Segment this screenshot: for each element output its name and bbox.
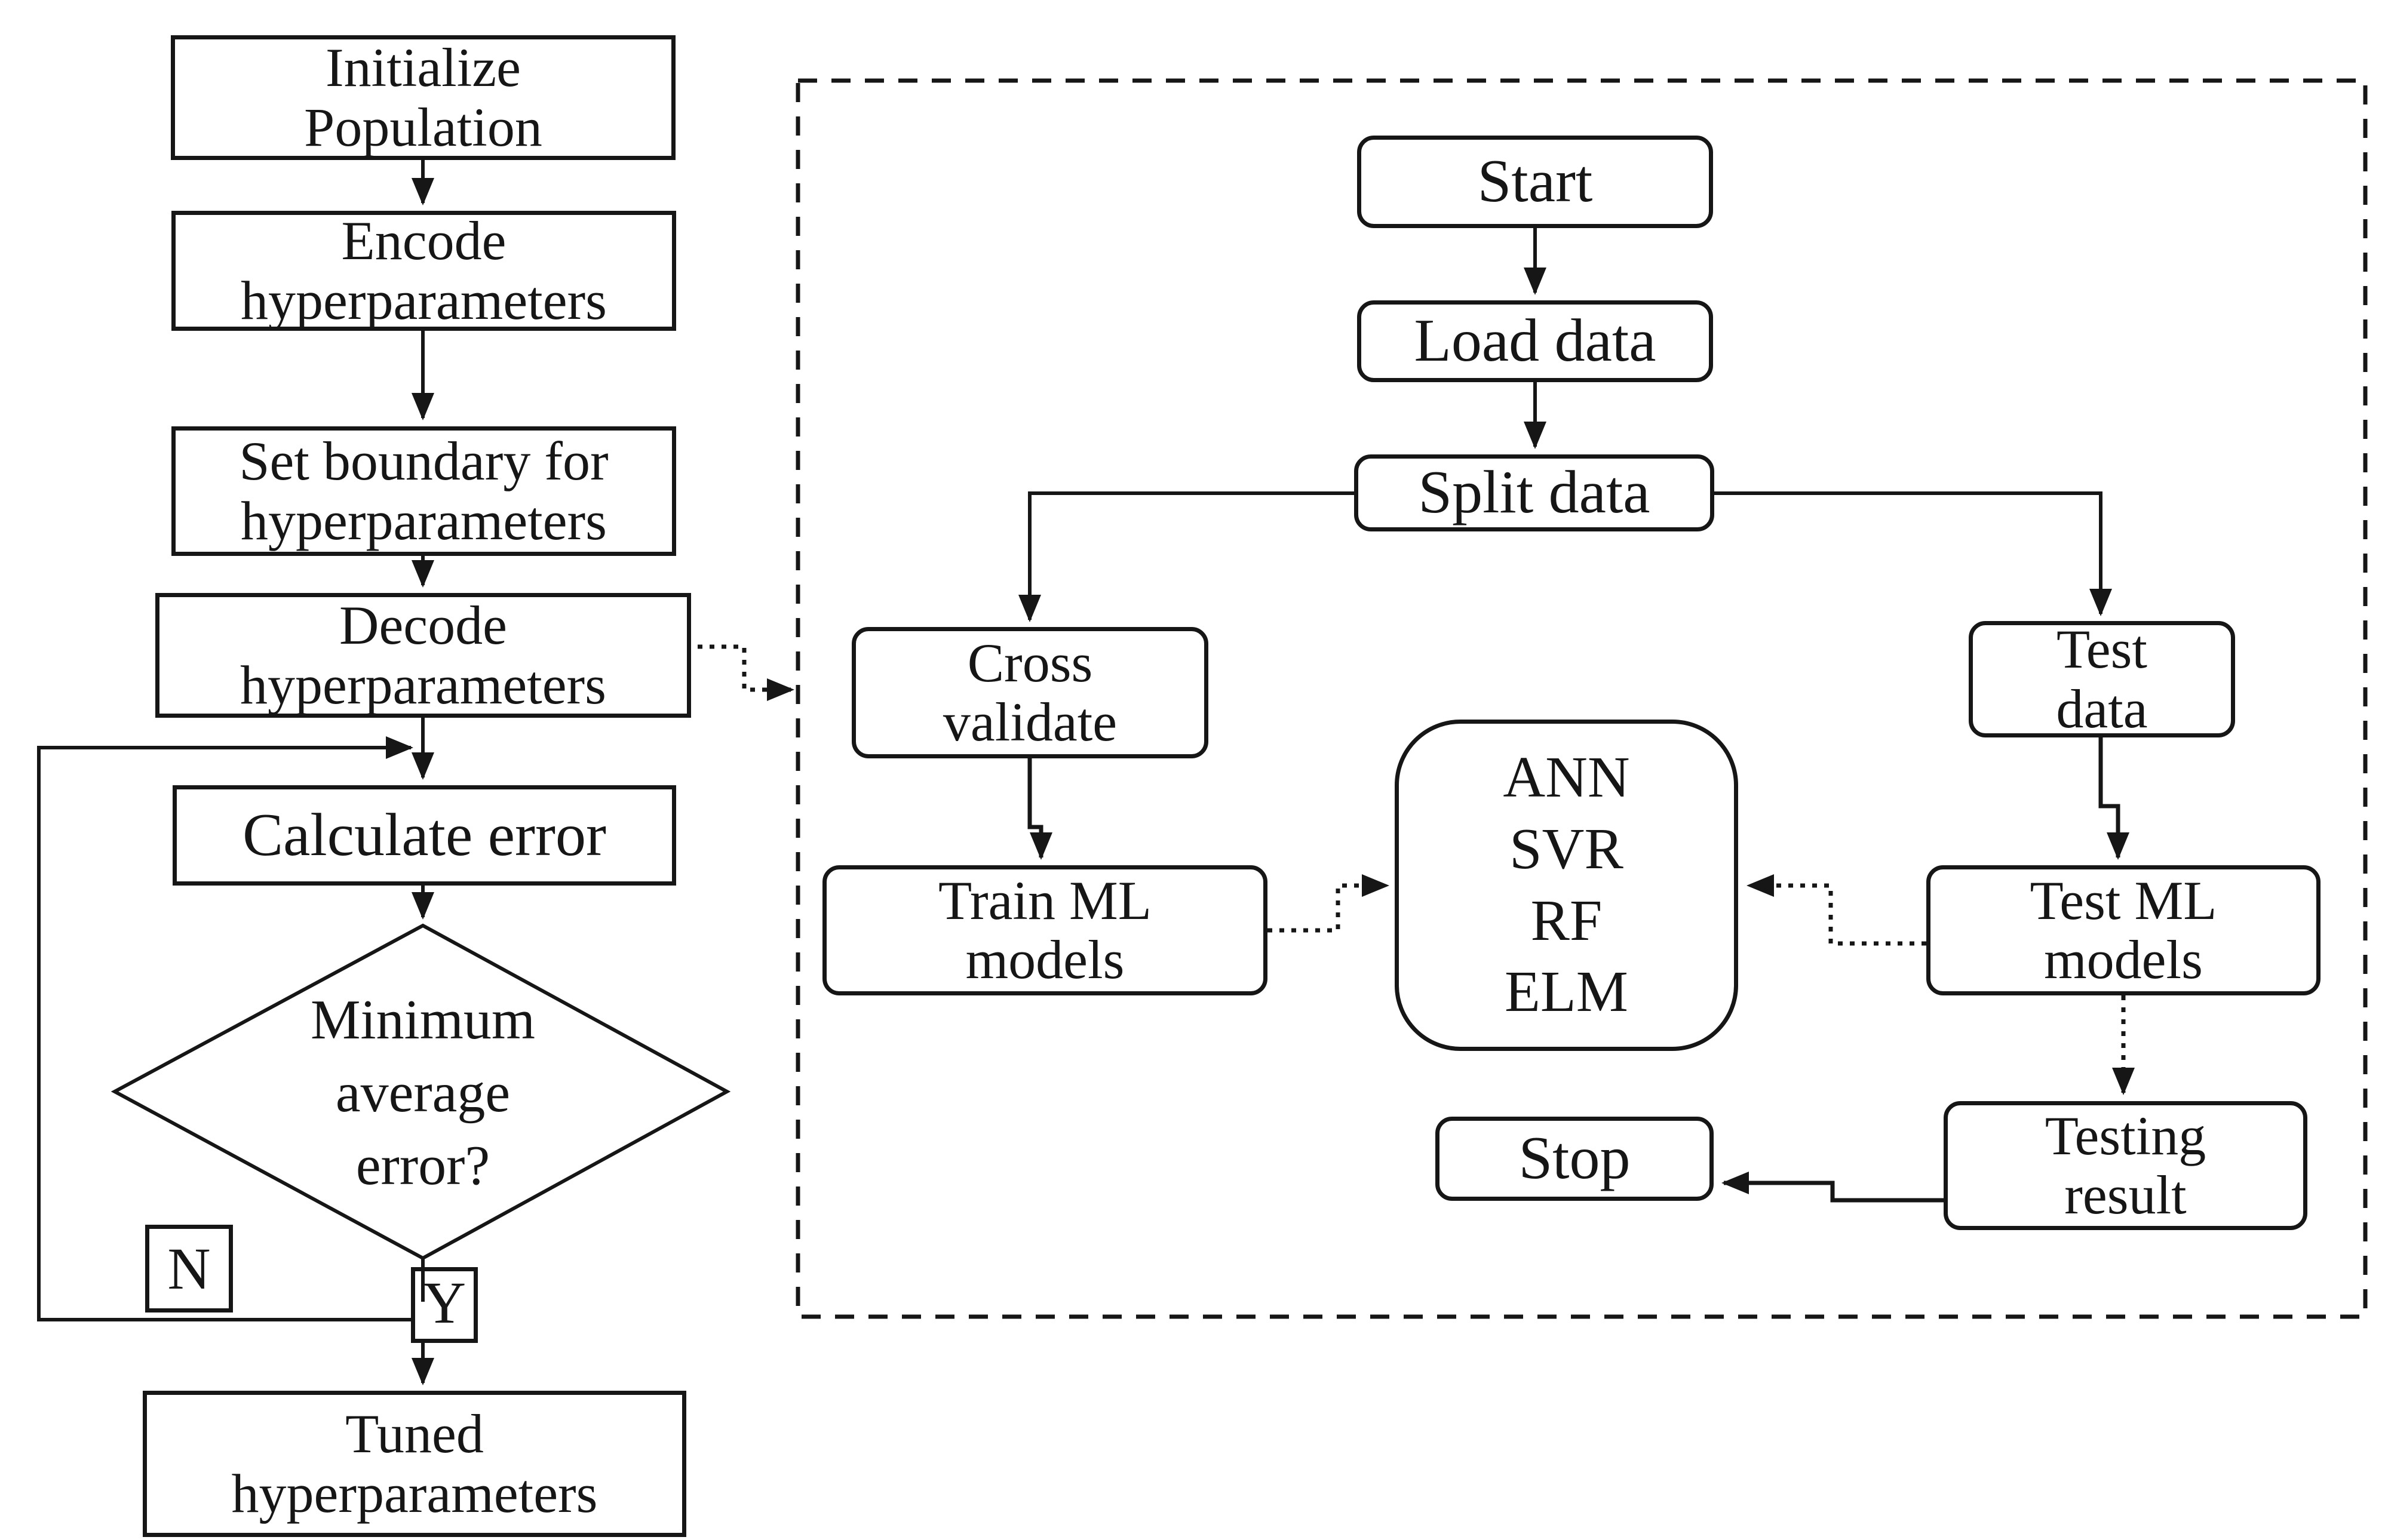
- node-cross-validate: Cross validate: [852, 627, 1208, 758]
- node-ml-models-list: ANN SVR RF ELM: [1395, 720, 1738, 1051]
- arrow-testing-result-to-stop: [1721, 1172, 1944, 1203]
- decision-minimum-average-error: Minimum average error?: [310, 988, 536, 1197]
- node-initialize-population: Initialize Population: [171, 35, 676, 160]
- dotted-train-to-models: [1267, 874, 1389, 933]
- node-decode-hyperparameters: Decode hyperparameters: [155, 593, 691, 718]
- node-train-ml-models: Train ML models: [822, 865, 1267, 995]
- loop-no-back-to-calculate: [37, 736, 413, 1321]
- node-set-boundary: Set boundary for hyperparameters: [171, 426, 676, 556]
- node-test-data: Test data: [1969, 619, 2235, 738]
- node-start: Start: [1357, 136, 1713, 228]
- ml-pipeline-dashed-border: [796, 78, 2368, 1319]
- arrow-split-to-cross-validate: [1018, 491, 1354, 622]
- arrow-cross-validate-to-train: [1027, 758, 1052, 860]
- dotted-test-ml-to-models: [1747, 874, 1926, 946]
- node-split-data: Split data: [1354, 454, 1714, 531]
- node-test-ml-models: Test ML models: [1926, 865, 2321, 995]
- decision-branch-no-label: N: [145, 1225, 233, 1312]
- node-encode-hyperparameters: Encode hyperparameters: [171, 211, 676, 331]
- node-calculate-error: Calculate error: [173, 785, 676, 886]
- node-load-data: Load data: [1357, 300, 1713, 382]
- decision-branch-yes-label: Y: [411, 1267, 478, 1343]
- arrow-split-to-test-data: [1714, 491, 2112, 616]
- arrow-test-data-to-test-ml: [2098, 737, 2129, 860]
- node-tuned-hyperparameters: Tuned hyperparameters: [143, 1391, 686, 1537]
- node-testing-result: Testing result: [1944, 1101, 2307, 1230]
- dotted-decode-to-pipeline: [686, 644, 794, 701]
- node-stop: Stop: [1435, 1117, 1714, 1201]
